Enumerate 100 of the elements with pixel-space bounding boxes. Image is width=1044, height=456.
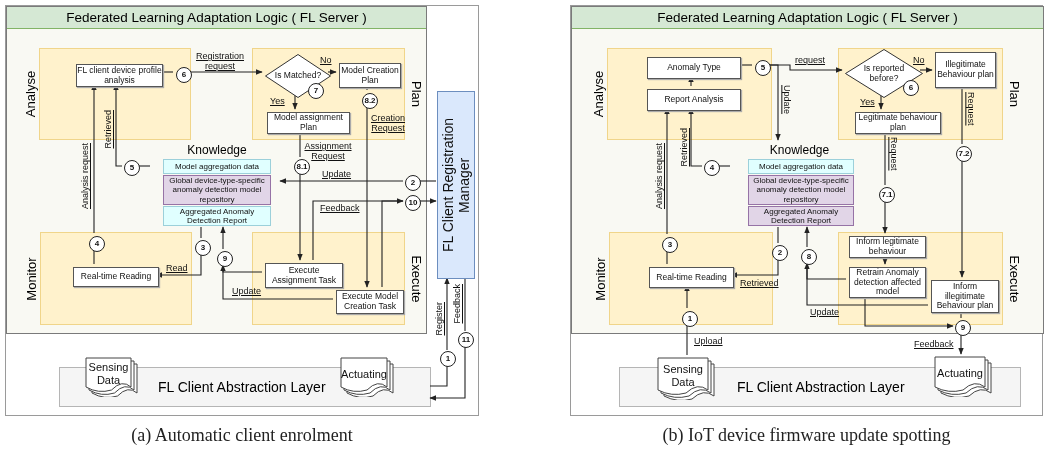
repository-entry: Model aggregation data (748, 159, 854, 174)
arrow (429, 346, 466, 401)
edge-label: Update (782, 85, 793, 115)
arrow (327, 69, 337, 75)
arrow (292, 94, 298, 110)
phase-label: Plan (1007, 81, 1022, 107)
phase-label: Monitor (593, 256, 608, 301)
figure-caption: (b) IoT device firmware update spotting (661, 425, 952, 446)
arrow (444, 277, 450, 351)
edge-label: Update (232, 286, 262, 297)
connector-line (717, 165, 731, 167)
repository-entry: Aggregated Anomaly Detection Report (163, 206, 271, 226)
repository-entry: Aggregated Anomaly Detection Report (748, 206, 854, 226)
knowledge-label: Knowledge (186, 143, 248, 157)
step-number: 6 (176, 67, 192, 83)
figure-caption: (a) Automatic client enrolment (130, 425, 354, 446)
phase-label: Execute (409, 255, 424, 302)
step-number: 1 (682, 311, 698, 327)
knowledge-label: Knowledge (768, 143, 831, 157)
process-box: FL client device profile analysis (76, 64, 163, 87)
process-box: Report Analysis (647, 89, 741, 111)
process-box: Retrain Anomaly detection affected model (849, 267, 926, 298)
edge-label: Register (434, 302, 445, 336)
edge-label: Update (322, 169, 352, 180)
arrow (882, 200, 888, 234)
step-number: 8.1 (294, 159, 310, 175)
process-box: Execute Model Creation Task (336, 290, 404, 314)
arrow (418, 198, 437, 204)
connector-line (137, 165, 151, 167)
step-number: 8.2 (362, 93, 378, 109)
connector-line (777, 226, 779, 244)
arrow (958, 333, 964, 355)
edge-label: No (913, 55, 925, 66)
edge-label: Creation Request (370, 113, 406, 134)
edge-label: Feedback (452, 284, 463, 324)
edge-label: Upload (694, 336, 723, 347)
process-box: Inform legitimate behaviour (849, 236, 926, 258)
step-number: 8 (801, 249, 817, 265)
server-header: Federated Learning Adaptation Logic ( FL Server ) (7, 7, 426, 29)
layer-label: FL Client Abstraction Layer (158, 379, 326, 395)
edge-label: Yes (270, 96, 285, 107)
step-number: 7 (308, 83, 324, 99)
process-box: Real-time Reading (649, 267, 734, 288)
arrow (279, 178, 404, 184)
step-number: 9 (217, 251, 233, 267)
document-stack: Sensing Data (657, 357, 715, 400)
step-number: 7.1 (879, 187, 895, 203)
step-number: 6 (903, 80, 919, 96)
phase-label: Analyse (23, 70, 38, 118)
edge-label: No (320, 55, 332, 66)
process-box: Real-time Reading (73, 267, 159, 287)
phase-label: Plan (409, 81, 424, 107)
step-number: 9 (955, 320, 971, 336)
step-number: 4 (89, 236, 105, 252)
server-panel (571, 6, 1044, 334)
server-panel (6, 6, 427, 334)
step-number: 5 (124, 160, 140, 176)
arrow (297, 172, 303, 261)
repository-entry: Global device-type-specific anomaly detection model repository (163, 175, 271, 205)
step-number: 7.2 (956, 146, 972, 162)
connector-line (429, 365, 448, 387)
connector-line (464, 277, 466, 332)
step-number: 4 (704, 160, 720, 176)
process-box: Anomaly Type (647, 57, 741, 79)
arrow (878, 94, 884, 110)
step-number: 3 (662, 237, 678, 253)
phase-label: Execute (1007, 255, 1022, 302)
edge-label: request (795, 55, 826, 66)
arrow (381, 198, 404, 288)
edge-label: Feedback (914, 339, 954, 350)
edge-label: Read (166, 263, 188, 274)
repository-entry: Model aggregation data (163, 159, 271, 174)
step-number: 2 (772, 245, 788, 261)
edge-label: Update (810, 307, 840, 318)
edge-label: Retrieved (103, 110, 114, 149)
process-box: Inform illegitimate Behaviour plan (931, 280, 999, 313)
edge-label: Analysis request (654, 143, 665, 210)
edge-label: Assignment Request (304, 141, 352, 162)
edge-label: Yes (860, 97, 875, 108)
phase-label: Analyse (591, 70, 606, 118)
edge-label: Registration request (195, 51, 245, 72)
phase-label: Monitor (24, 256, 39, 301)
process-box: Illegitimate Behaviour plan (935, 52, 996, 88)
step-number: 2 (405, 175, 421, 191)
document-stack: Sensing Data (85, 357, 138, 397)
connector-line (200, 226, 202, 239)
document-stack: Actuating (340, 357, 394, 397)
process-box: Model assignment Plan (267, 112, 350, 134)
layer-label: FL Client Abstraction Layer (737, 379, 905, 395)
process-box: Legitimate behaviour plan (855, 112, 941, 134)
step-number: 3 (195, 240, 211, 256)
edge-label: Retrieved (679, 128, 690, 167)
step-number: 1 (440, 351, 456, 367)
arrow (804, 226, 810, 248)
arrow (919, 67, 933, 73)
edge-label: Retrieved (740, 278, 779, 289)
edge-label: Feedback (320, 203, 360, 214)
process-box: Execute Assignment Task (265, 263, 343, 288)
server-header: Federated Learning Adaptation Logic ( FL Server ) (572, 7, 1043, 29)
repository-entry: Global device-type-specific anomaly detection model repository (748, 175, 854, 205)
